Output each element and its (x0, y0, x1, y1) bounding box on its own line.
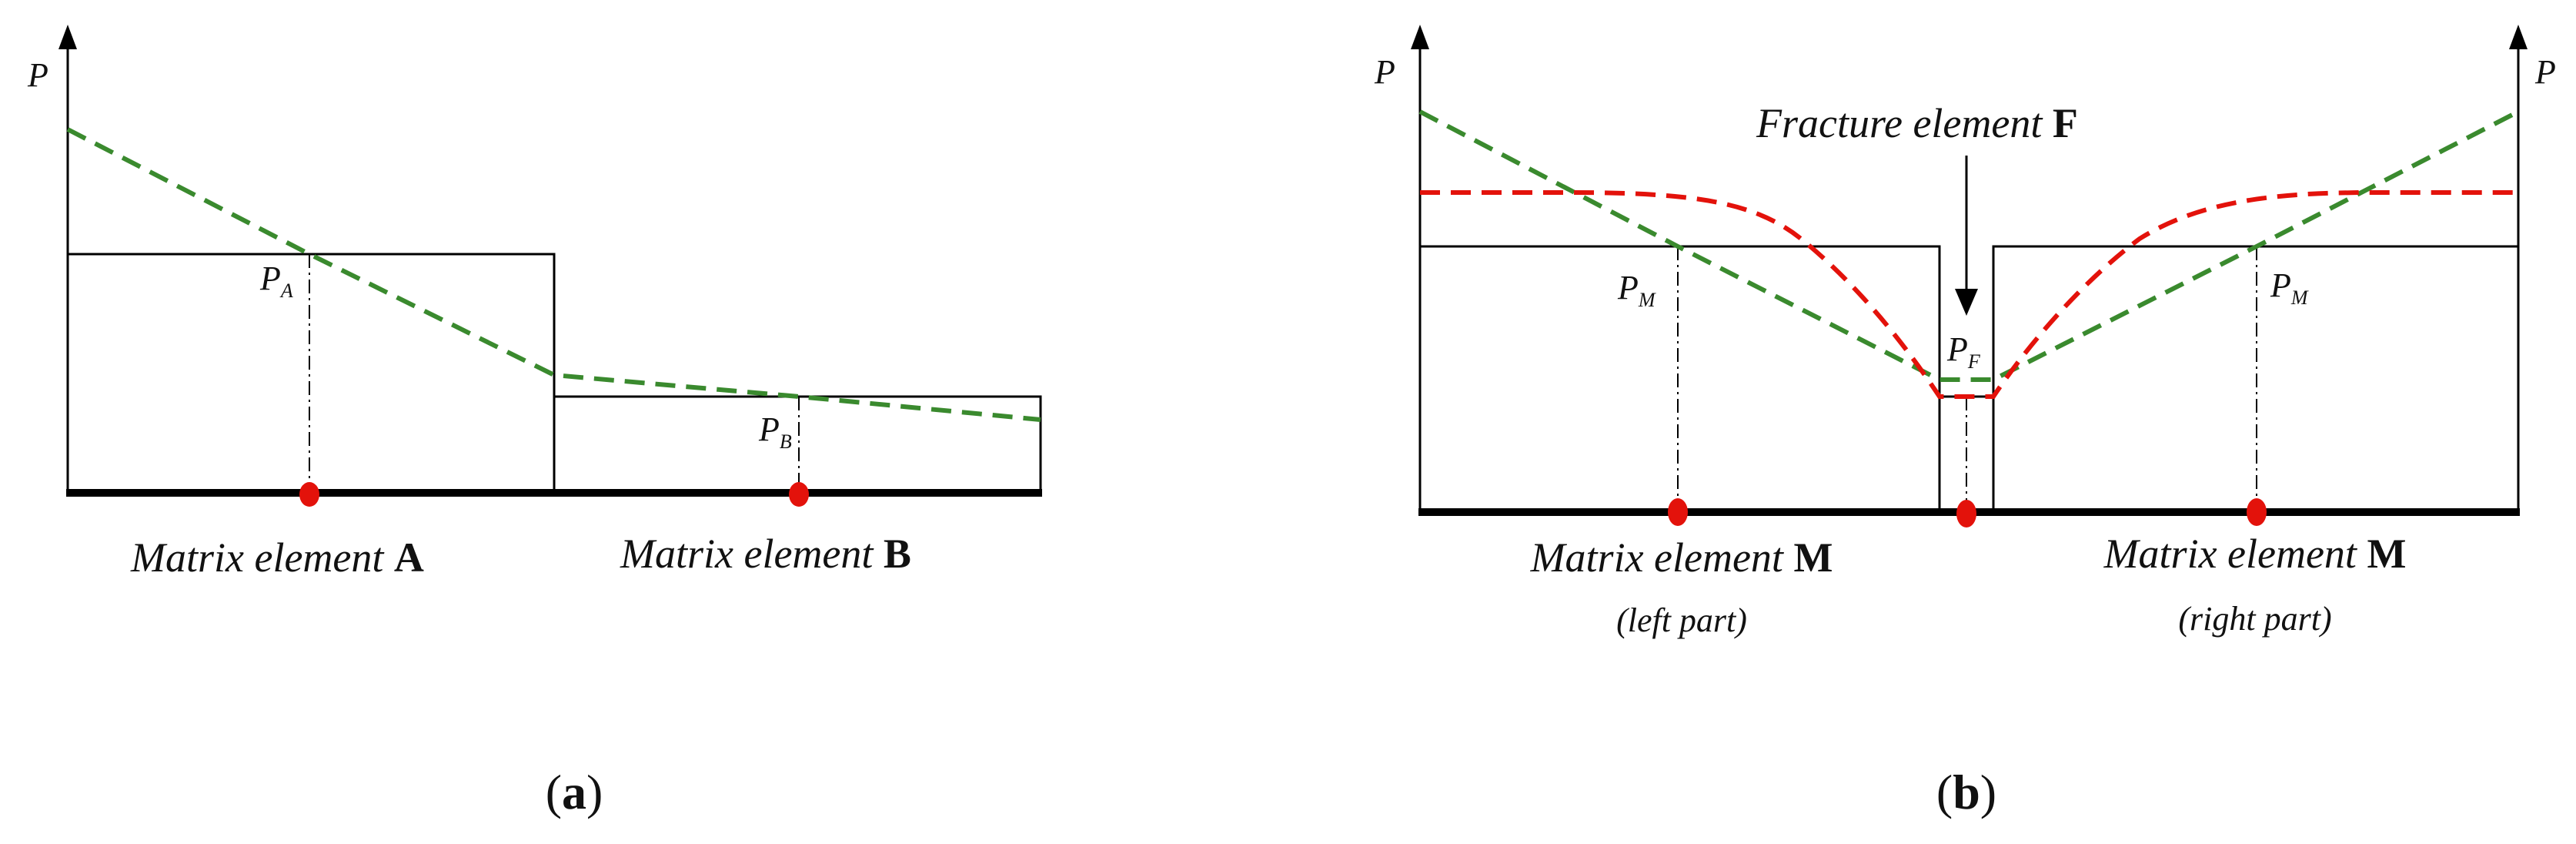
point-b-label: PB (758, 410, 792, 453)
matrix-element-m-right-sublabel: (right part) (2178, 600, 2331, 638)
matrix-element-a-label: Matrix element A (130, 534, 424, 581)
panel-b-node-fracture (1956, 500, 1976, 528)
panel-a-node-b (789, 482, 809, 507)
panel-b-red-pressure-curve (1420, 190, 2518, 399)
fracture-arrow-head (1955, 289, 1978, 316)
panel-b-left-y-axis-arrow (1411, 25, 1429, 49)
panel-b-right-axis-label: P (2534, 53, 2556, 91)
point-f-label: PF (1946, 330, 1981, 373)
matrix-element-m-left-label: Matrix element M (1530, 534, 1833, 581)
panel-b-caption: (b) (1936, 765, 1996, 819)
matrix-element-b-label: Matrix element B (620, 531, 911, 577)
panel-a-y-axis-arrow (58, 25, 77, 49)
panel-b: P P Fracture element F PM (1374, 25, 2556, 819)
fracture-element-label: Fracture element F (1756, 100, 2078, 146)
point-m-right-label: PM (2270, 266, 2309, 309)
matrix-element-a-box (66, 253, 556, 494)
panel-a-axis-label: P (27, 56, 48, 94)
panel-b-right-y-axis-arrow (2509, 25, 2528, 49)
panel-a-node-a (299, 482, 319, 507)
panel-a: P PA PB Matrix element A Matrix element … (27, 25, 1042, 819)
panel-a-caption: (a) (546, 765, 603, 819)
panel-b-node-right (2247, 498, 2267, 526)
matrix-element-m-left-sublabel: (left part) (1616, 601, 1747, 639)
point-a-label: PA (259, 260, 293, 302)
matrix-element-m-right-label: Matrix element M (2103, 531, 2407, 577)
point-m-left-label: PM (1617, 269, 1656, 311)
panel-b-left-axis-label: P (1374, 53, 1395, 91)
panel-b-node-left (1668, 498, 1688, 526)
panel-a-green-pressure-line (66, 127, 1041, 422)
matrix-element-m-left-box (1418, 245, 1941, 514)
